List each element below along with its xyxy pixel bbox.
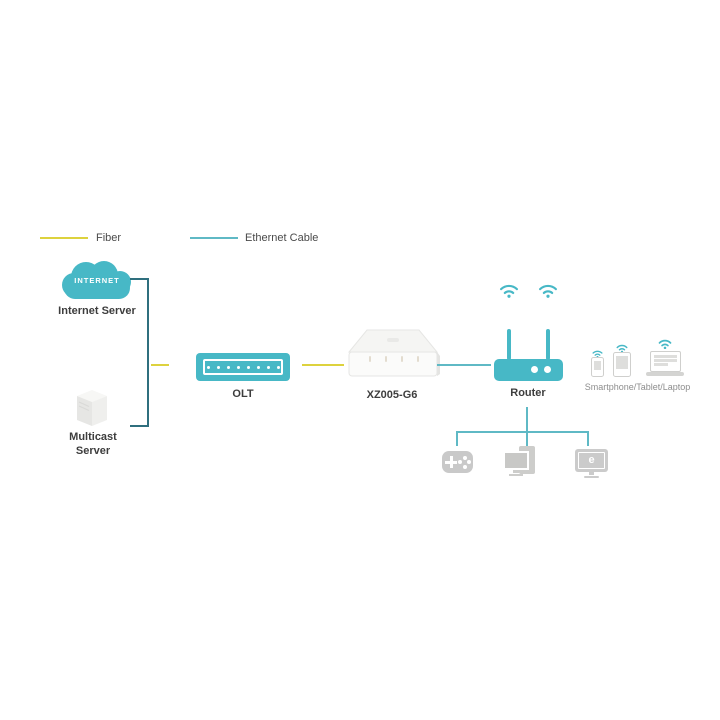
multicast-server-icon (76, 389, 108, 427)
olt-caption: OLT (232, 388, 254, 400)
ethernet-link-1 (437, 364, 491, 366)
tv-base (584, 476, 599, 478)
olt-port-dot (216, 365, 220, 369)
server-cube-icon (77, 390, 107, 426)
olt-port-dot (236, 365, 240, 369)
fiber-link-1 (151, 364, 169, 366)
smartphone-screen (594, 361, 601, 370)
pc-monitor (503, 451, 529, 470)
olt-port-dot (276, 365, 280, 369)
cloud-base (64, 277, 130, 299)
router-device-icon (494, 359, 563, 381)
olt-port-dot (266, 365, 270, 369)
router-antenna (546, 329, 550, 360)
wifi-icon (538, 282, 558, 298)
modem-device-icon (343, 324, 443, 386)
pc-monitor-stand (513, 470, 519, 473)
laptop-screen (650, 351, 681, 372)
tablet-screen (616, 356, 628, 369)
tv-stand (589, 472, 594, 475)
bracket-top-line (130, 278, 149, 280)
bracket-vertical-line (147, 278, 149, 427)
router-downlink-line (526, 407, 528, 433)
tv-icon: e (575, 449, 608, 479)
router-caption: Router (510, 387, 546, 399)
internet-server-caption: Internet Server (58, 305, 136, 317)
router-led (544, 366, 551, 373)
olt-port-dot (246, 365, 250, 369)
legend-fiber-label: Fiber (96, 232, 122, 244)
pc-monitor-base (509, 474, 523, 476)
tablet-icon (613, 352, 631, 377)
branch-drop-middle (526, 431, 528, 446)
multicast-server-caption: Multicast Server (69, 431, 117, 457)
branch-drop-right (587, 431, 589, 446)
olt-port-dot (226, 365, 230, 369)
modem-3d-icon (347, 329, 440, 377)
internet-cloud-icon: INTERNET (62, 261, 132, 301)
wifi-icon (658, 336, 672, 350)
wifi-icon (592, 345, 603, 358)
wireless-clients-caption: Smartphone/Tablet/Laptop (584, 382, 691, 392)
laptop-icon (646, 351, 684, 377)
olt-port-dot (206, 365, 210, 369)
wifi-icon (616, 340, 628, 353)
wifi-icon (499, 282, 519, 298)
game-controller-icon (442, 451, 473, 473)
tv-screen: e (575, 449, 608, 472)
olt-port-dot (256, 365, 260, 369)
fiber-link-2 (302, 364, 344, 366)
bracket-bottom-line (130, 425, 149, 427)
smartphone-icon (591, 357, 604, 377)
laptop-base (646, 372, 684, 376)
router-led (531, 366, 538, 373)
branch-horizontal-line (456, 431, 589, 433)
tv-screen-letter: e (588, 454, 595, 466)
legend-ethernet-label: Ethernet Cable (245, 232, 319, 244)
branch-drop-left (456, 431, 458, 446)
modem-caption: XZ005-G6 (366, 389, 418, 401)
legend-fiber-line (40, 237, 88, 239)
computer-icon (503, 446, 537, 478)
olt-device (196, 353, 290, 381)
olt-port-row (203, 359, 283, 375)
legend-ethernet-line (190, 237, 238, 239)
internet-badge: INTERNET (74, 276, 120, 285)
router-antenna (507, 329, 511, 360)
